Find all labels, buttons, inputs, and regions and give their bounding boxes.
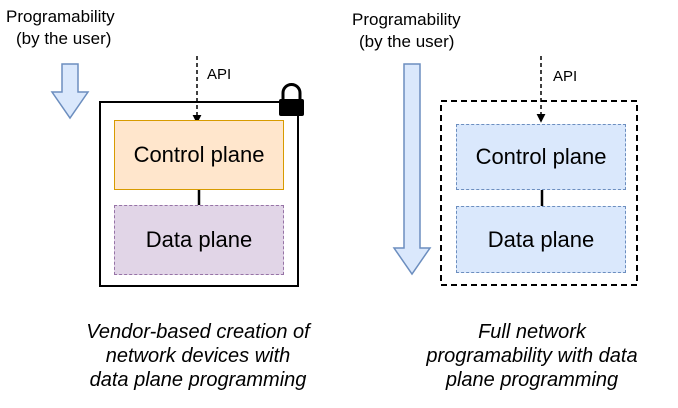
left-caption-line2: network devices with [105, 345, 291, 367]
left-caption: Vendor-based creation of network devices… [28, 320, 368, 392]
left-programmability-label: Programability (by the user) [6, 6, 156, 50]
left-device-box [99, 101, 299, 287]
right-caption-line2: programability with data [426, 345, 638, 367]
left-api-label: API [207, 66, 232, 83]
right-caption-line3: plane programming [445, 369, 619, 391]
left-data-plane: Data plane [114, 205, 284, 275]
left-label-line2: (by the user) [16, 29, 112, 48]
right-data-plane: Data plane [456, 206, 626, 273]
left-programmability-arrow [50, 63, 90, 120]
right-caption: Full network programability with data pl… [392, 320, 672, 392]
right-caption-line1: Full network [478, 321, 586, 343]
left-control-plane: Control plane [114, 120, 284, 190]
left-label-line1: Programability [6, 7, 115, 26]
right-label-line1: Programability [352, 10, 461, 29]
right-control-plane: Control plane [456, 124, 626, 190]
left-caption-line1: Vendor-based creation of [86, 321, 310, 343]
left-caption-line3: data plane programming [89, 369, 307, 391]
right-programmability-arrow [392, 63, 432, 276]
right-label-line2: (by the user) [359, 32, 455, 51]
right-programmability-label: Programability (by the user) [352, 9, 502, 53]
right-api-label: API [553, 68, 578, 85]
lock-icon [279, 83, 304, 116]
